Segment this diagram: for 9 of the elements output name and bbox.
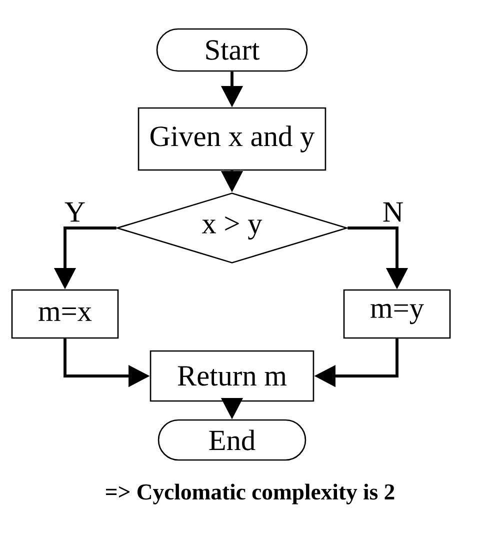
edge-label: N <box>383 202 403 222</box>
process-box: Return m <box>150 350 314 402</box>
edge-label: Y <box>64 202 85 222</box>
terminal-box: Start <box>156 28 308 72</box>
process-box: m=x <box>11 289 119 339</box>
terminal-box: End <box>158 419 306 461</box>
process-box: m=y <box>343 289 451 339</box>
caption: => Cyclomatic complexity is 2 <box>106 484 394 504</box>
process-box: Given x and y <box>138 107 326 171</box>
